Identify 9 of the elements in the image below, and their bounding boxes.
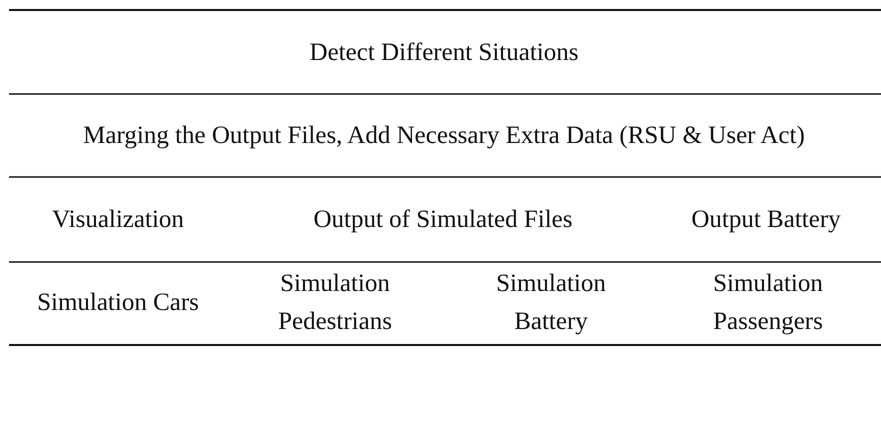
table-cell-text: Simulation Battery bbox=[495, 269, 607, 337]
table-cell-text: Simulation Pedestrians bbox=[277, 269, 393, 337]
table-cell-text: Simulation Passengers bbox=[712, 269, 824, 337]
table-cell-text: Output of Simulated Files bbox=[312, 205, 574, 235]
table-cell-text: Detect Different Situations bbox=[308, 38, 580, 68]
table-cell-text: Output Battery bbox=[690, 205, 842, 235]
table-cell-text: Simulation Cars bbox=[36, 288, 200, 318]
table-cell-text: Marging the Output Files, Add Necessary Extra Data (RSU & User Act) bbox=[82, 121, 806, 151]
table-cell-text: Visualization bbox=[51, 205, 185, 235]
